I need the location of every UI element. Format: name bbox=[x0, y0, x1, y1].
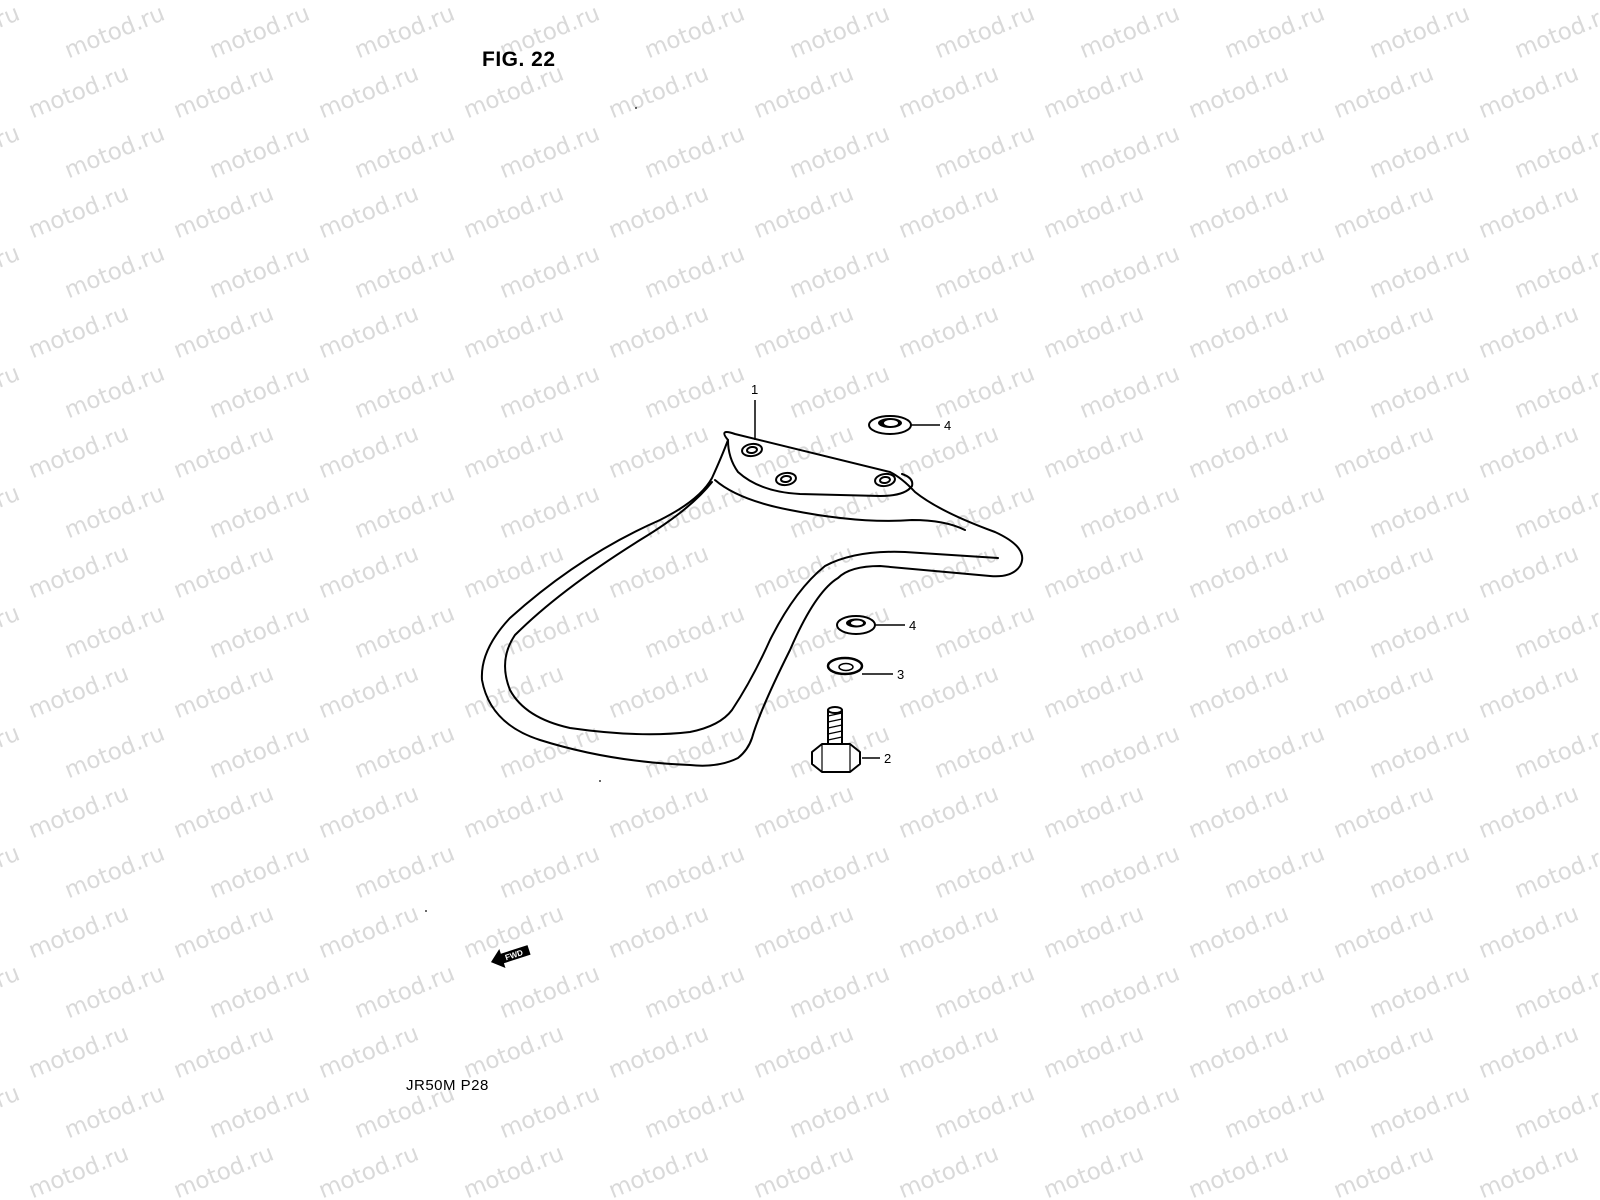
callout-2-label: 2 bbox=[884, 751, 891, 766]
scan-speck bbox=[635, 107, 637, 109]
bolt: 2 bbox=[811, 706, 891, 773]
fwd-arrow-icon: FWD bbox=[490, 945, 531, 968]
model-page-code: JR50M P28 bbox=[406, 1077, 489, 1094]
rear-fender bbox=[480, 431, 1024, 767]
washer-upper: 4 bbox=[868, 415, 951, 435]
callout-4-upper-label: 4 bbox=[944, 418, 951, 433]
callout-1-label: 1 bbox=[751, 382, 758, 397]
washer-lower: 4 bbox=[836, 615, 916, 635]
figure-title: FIG. 22 bbox=[482, 48, 556, 71]
callout-3-label: 3 bbox=[897, 667, 904, 682]
lock-washer: 3 bbox=[826, 656, 904, 682]
scan-speck bbox=[425, 910, 427, 912]
fwd-label: FWD bbox=[504, 948, 524, 962]
callout-1: 1 bbox=[751, 382, 758, 440]
scan-speck bbox=[599, 780, 601, 782]
callout-4-lower-label: 4 bbox=[909, 618, 916, 633]
